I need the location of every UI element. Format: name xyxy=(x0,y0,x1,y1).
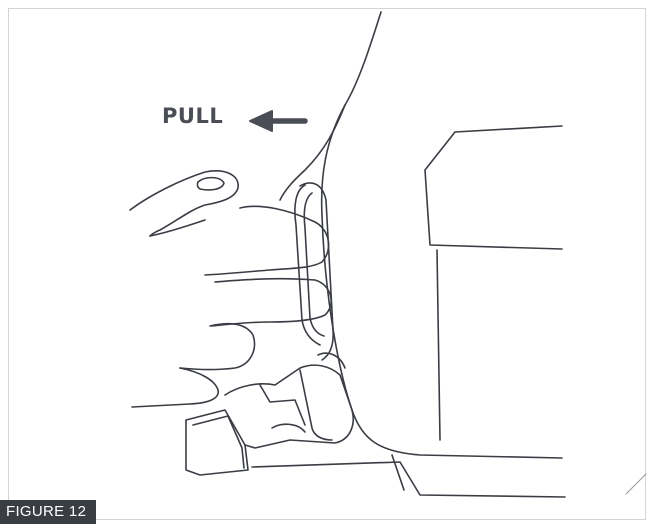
ring-finger xyxy=(180,324,254,370)
hand-back xyxy=(150,220,205,236)
figure-caption: FIGURE 12 xyxy=(0,500,96,524)
seat-base xyxy=(252,462,565,497)
seat-block-top xyxy=(425,126,562,249)
buckle-connector-ridge xyxy=(260,385,305,425)
thumbnail xyxy=(197,178,224,190)
arrow-left-icon xyxy=(250,111,305,131)
middle-finger xyxy=(212,279,331,326)
buckle-connector xyxy=(225,365,353,448)
palm-lower xyxy=(132,368,218,407)
index-finger xyxy=(205,206,329,275)
buckle-connector-detail xyxy=(300,370,332,440)
pull-instruction-label: PULL xyxy=(162,106,223,127)
corner-mark xyxy=(626,474,646,494)
seat-base-edge xyxy=(392,455,404,490)
buckle-tongue xyxy=(186,410,248,475)
seat-block-side xyxy=(437,250,440,440)
buckle-clip xyxy=(272,424,305,432)
buckle-tongue-inner xyxy=(193,416,244,468)
seat-shell-outline xyxy=(322,12,562,458)
